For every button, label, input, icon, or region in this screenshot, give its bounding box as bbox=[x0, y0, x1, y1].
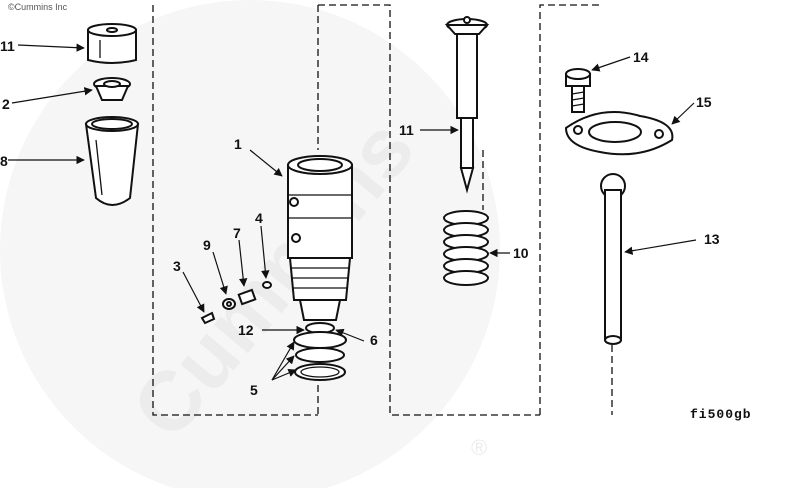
part-13-push-rod bbox=[600, 173, 626, 345]
part-8-retainer bbox=[84, 116, 140, 206]
part-1-injector-body bbox=[287, 155, 353, 334]
callout-11-left: 11 bbox=[0, 38, 15, 54]
callout-5: 5 bbox=[250, 382, 258, 398]
callout-6: 6 bbox=[370, 332, 378, 348]
callout-11-right: 11 bbox=[399, 122, 414, 138]
callout-9: 9 bbox=[203, 237, 211, 253]
callout-13: 13 bbox=[704, 231, 720, 247]
watermark-registered-mark: ® bbox=[471, 435, 487, 460]
callout-14: 14 bbox=[633, 49, 649, 65]
part-14-bolt bbox=[565, 68, 591, 113]
callout-2: 2 bbox=[2, 96, 10, 112]
callout-1: 1 bbox=[234, 136, 242, 152]
callout-labels: 11 2 8 1 3 9 7 4 12 6 5 11 10 13 14 15 bbox=[0, 38, 720, 398]
copyright-notice: ©Cummins Inc bbox=[8, 2, 68, 12]
callout-15: 15 bbox=[696, 94, 712, 110]
figure-id: fi500gb bbox=[690, 407, 752, 422]
callout-12: 12 bbox=[238, 322, 254, 338]
callout-3: 3 bbox=[173, 258, 181, 274]
assembly-frame-lines bbox=[152, 4, 613, 416]
small-parts-3-9-7-4 bbox=[200, 281, 272, 325]
callout-10: 10 bbox=[513, 245, 529, 261]
part-11-cup bbox=[87, 23, 137, 64]
part-11-plunger bbox=[444, 16, 490, 194]
part-5-seal-rings bbox=[293, 331, 347, 381]
part-10-spring bbox=[443, 210, 489, 286]
callout-8: 8 bbox=[0, 153, 8, 169]
part-2-spring-cage bbox=[93, 77, 131, 101]
part-15-gasket bbox=[564, 111, 674, 156]
callout-4: 4 bbox=[255, 210, 263, 226]
leader-lines bbox=[8, 43, 697, 381]
callout-7: 7 bbox=[233, 225, 241, 241]
